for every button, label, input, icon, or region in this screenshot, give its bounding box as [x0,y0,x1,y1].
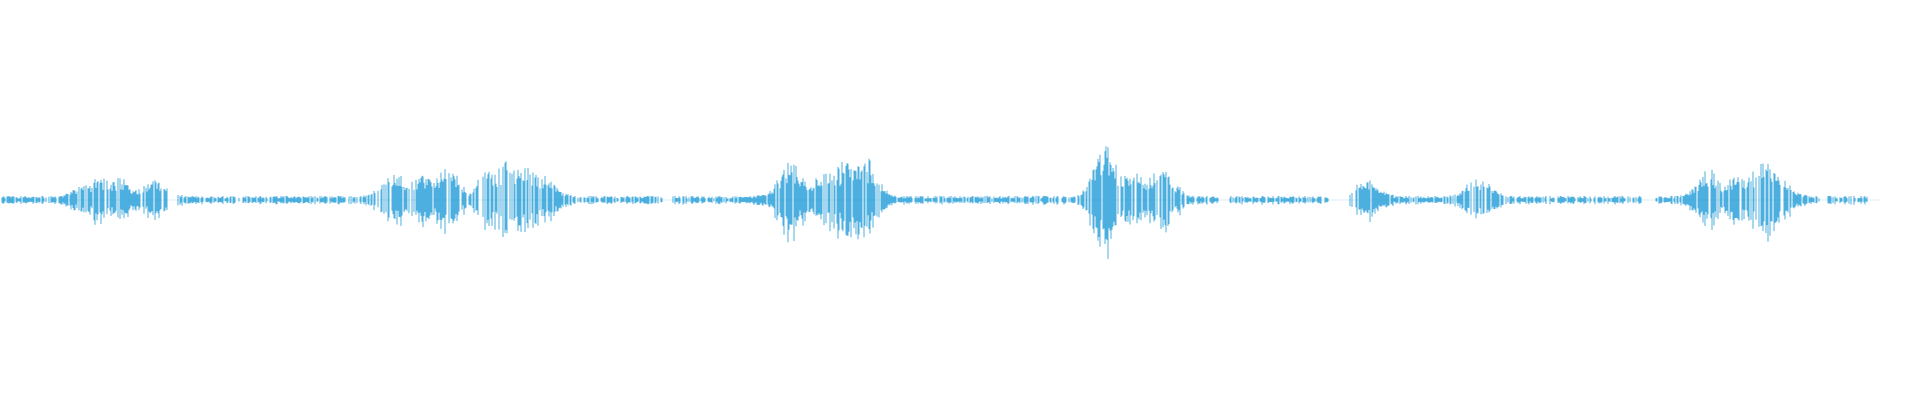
waveform-samples [1,146,1868,259]
